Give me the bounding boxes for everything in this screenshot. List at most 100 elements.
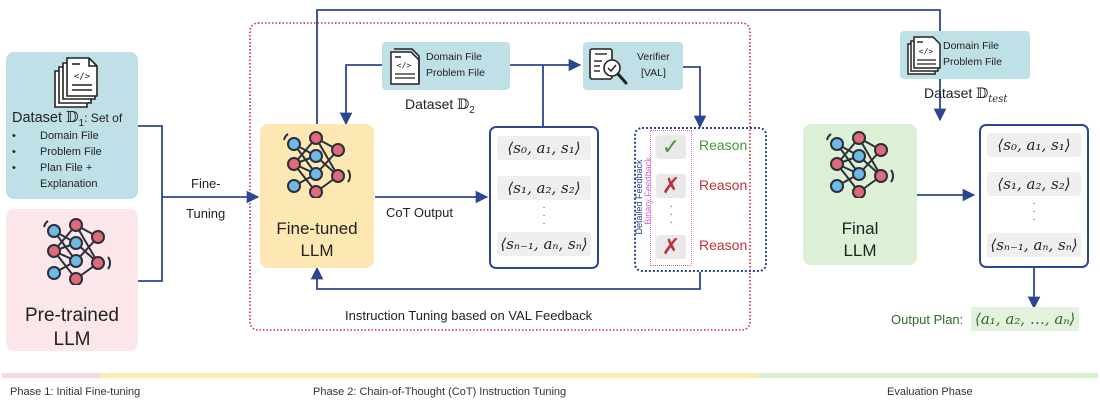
- nn-node: [331, 169, 345, 183]
- pretrained-llm-box: Pre-trained LLM: [6, 209, 138, 351]
- nn-node: [91, 256, 105, 270]
- dataset-test-box: </> Domain File Problem File: [900, 31, 1030, 79]
- code-file-stack-icon: </>: [907, 36, 941, 75]
- nn-node: [69, 218, 83, 232]
- neural-network-icon: [43, 218, 111, 285]
- ellipsis-dots: ···: [542, 202, 546, 229]
- pass-check-icon: ✓: [656, 135, 686, 159]
- dataset1-connector: [138, 125, 163, 197]
- pretrained-llm-line2: LLM: [53, 329, 91, 350]
- verifier-line2: [VAL]: [641, 67, 666, 79]
- nn-node: [852, 167, 866, 181]
- phase1-bar: [2, 373, 100, 378]
- dataset2-to-finetuned-arrow: [339, 64, 382, 126]
- feedback-reason-pass: Reason: [699, 137, 748, 153]
- eval-tuple: ⟨s₁, a₂, s₂⟩: [987, 172, 1081, 196]
- dataset1-item-plan: Plan File +: [40, 162, 93, 174]
- instruction-tuning-frame: [249, 22, 751, 331]
- finetuned-llm-line1: Fine-tuned: [276, 219, 358, 238]
- dataset1-item-explanation: Explanation: [40, 178, 98, 190]
- dataset1-symbol: 𝔻: [66, 110, 79, 126]
- output-plan-label: Output Plan:: [891, 312, 964, 327]
- nn-node: [309, 185, 323, 198]
- verifier-line1: Verifier: [637, 51, 670, 63]
- evaluation-bar: [758, 373, 1098, 378]
- nn-node: [309, 167, 323, 181]
- cot-tuple: ⟨s₁, a₂, s₂⟩: [497, 176, 591, 200]
- fine-tuning-label-line1: Fine-: [191, 176, 221, 191]
- nn-node: [47, 224, 61, 238]
- final-llm-line2: LLM: [843, 241, 877, 260]
- dataset2-caption: Dataset 𝔻2: [405, 96, 475, 116]
- dataset1-title: Dataset 𝔻1: Set of: [12, 110, 122, 129]
- document-check-magnifier-icon: [589, 48, 628, 85]
- instruction-tuning-label: Instruction Tuning based on VAL Feedback: [345, 308, 593, 323]
- nn-edge: [858, 137, 882, 177]
- finetuned-llm-box: Fine-tuned LLM: [260, 124, 374, 268]
- dataset-test-line1: Domain File: [943, 40, 1000, 52]
- nn-node: [69, 254, 83, 268]
- phase2-bar: [100, 373, 380, 378]
- dataset2-caption-prefix: Dataset: [405, 96, 458, 112]
- dataset-test-symbol: 𝔻: [976, 86, 989, 102]
- dataset2-symbol: 𝔻: [457, 97, 470, 113]
- nn-node: [287, 157, 301, 171]
- feedback-reason-fail: Reason: [699, 237, 748, 253]
- ellipsis-dots: ···: [669, 201, 673, 228]
- nn-node: [309, 131, 323, 145]
- fail-cross-icon: ✗: [656, 235, 686, 259]
- verifier-to-feedback-arrow: [683, 66, 707, 129]
- verifier-box: Verifier [VAL]: [583, 42, 683, 90]
- nn-node: [874, 143, 888, 157]
- dataset2-box: </> Domain File Problem File: [382, 42, 510, 90]
- dataset2-subscript: 2: [469, 104, 475, 116]
- detailed-feedback-box: [634, 127, 767, 272]
- pretrained-connector: [138, 197, 163, 282]
- nn-node: [874, 169, 888, 183]
- pretrained-llm-line1: Pre-trained: [25, 305, 119, 326]
- nn-node: [69, 272, 83, 285]
- cot-tuple: ⟨sₙ₋₁, aₙ, sₙ⟩: [497, 232, 591, 256]
- nn-node: [287, 179, 301, 193]
- dataset1-item-domain: Domain File: [40, 130, 99, 142]
- feedback-reason-fail: Reason: [699, 177, 748, 193]
- signal-arc: [826, 133, 832, 141]
- dataset-test-caption-prefix: Dataset: [924, 85, 977, 101]
- nn-node: [47, 244, 61, 258]
- eval-tuple: ⟨sₙ₋₁, aₙ, sₙ⟩: [987, 233, 1081, 257]
- fail-cross-icon: ✗: [656, 174, 686, 198]
- cot-output-label: CoT Output: [386, 205, 453, 220]
- nn-node: [830, 137, 844, 151]
- binary-feedback-box: [650, 130, 692, 266]
- nn-node: [287, 137, 301, 151]
- nn-node: [47, 266, 61, 280]
- svg-text:</>: </>: [397, 61, 412, 70]
- dataset1-item-problem: Problem File: [40, 146, 102, 158]
- evaluation-label: Evaluation Phase: [887, 386, 973, 398]
- dataset1-item: •: [12, 130, 16, 142]
- signal-arc: [107, 256, 111, 270]
- finetuned-llm-line2: LLM: [300, 241, 334, 260]
- nn-edge: [75, 224, 99, 264]
- cot-tuple: ⟨s₀, a₁, s₁⟩: [497, 136, 591, 160]
- dataset1-title-prefix: Dataset: [12, 110, 66, 126]
- dataset2-line2: Problem File: [426, 67, 485, 79]
- dataset-test-caption: Dataset 𝔻test: [924, 85, 1007, 105]
- final-llm-box: Final LLM: [803, 124, 917, 265]
- phase2-bar-extended: [380, 373, 758, 378]
- dataset2-line1: Domain File: [426, 51, 483, 63]
- dataset1-item: •: [12, 146, 16, 158]
- binary-feedback-label: Binary Feedback: [643, 157, 653, 225]
- fine-tuning-label-line2: Tuning: [186, 206, 226, 221]
- nn-node: [91, 230, 105, 244]
- feedback-loop-arrow: [310, 266, 701, 290]
- neural-network-icon: [283, 131, 351, 198]
- dataset-test-line2: Problem File: [943, 56, 1002, 68]
- dataset1-item: •: [12, 162, 16, 174]
- eval-tuples-box: ⟨s₀, a₁, s₁⟩ ⟨s₁, a₂, s₂⟩ ··· ⟨sₙ₋₁, aₙ,…: [979, 124, 1089, 268]
- svg-text:</>: </>: [74, 72, 91, 82]
- nn-node: [852, 149, 866, 163]
- nn-node: [830, 157, 844, 171]
- code-file-stack-icon: </>: [54, 57, 98, 108]
- svg-text:</>: </>: [919, 47, 934, 56]
